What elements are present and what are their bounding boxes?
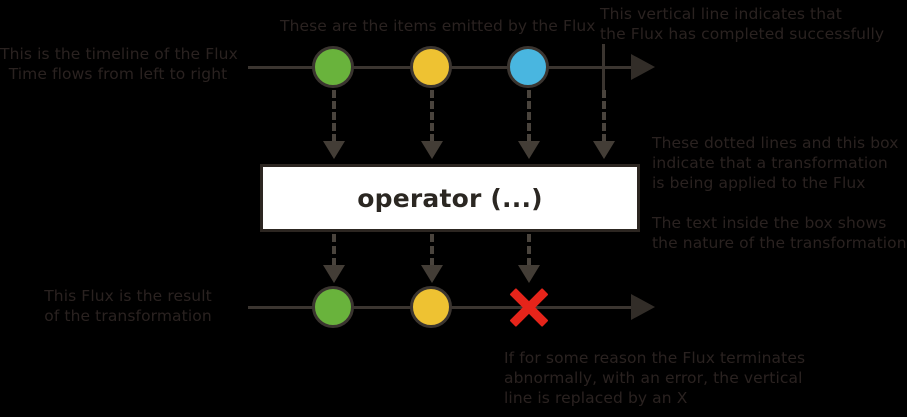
connector-arrow-icon — [593, 141, 615, 159]
annotation-transformation: These dotted lines and this box indicate… — [652, 134, 899, 192]
result-timeline-arrow-icon — [631, 294, 655, 320]
annotation-completion: This vertical line indicates that the Fl… — [600, 5, 885, 43]
annotation-timeline: This is the timeline of the Flux Time fl… — [0, 45, 238, 83]
connector-dotted-line — [602, 90, 606, 142]
connector-dotted-line — [430, 90, 434, 142]
completion-bar-icon — [602, 44, 605, 90]
connector-arrow-icon — [421, 265, 443, 283]
source-marble-green[interactable] — [312, 46, 354, 88]
connector-dotted-line — [332, 90, 336, 142]
source-marble-blue[interactable] — [507, 46, 549, 88]
connector-dotted-line — [527, 234, 531, 266]
annotation-error-termination: If for some reason the Flux terminates a… — [504, 349, 806, 407]
error-x-icon — [505, 283, 553, 331]
operator-box[interactable]: operator (...) — [260, 164, 640, 232]
connector-arrow-icon — [518, 141, 540, 159]
annotation-result-flux: This Flux is the result of the transform… — [44, 287, 212, 325]
connector-dotted-line — [332, 234, 336, 266]
result-marble-green[interactable] — [312, 286, 354, 328]
connector-arrow-icon — [421, 141, 443, 159]
connector-arrow-icon — [518, 265, 540, 283]
source-timeline-arrow-icon — [631, 54, 655, 80]
operator-label: operator (...) — [357, 183, 543, 213]
result-marble-yellow[interactable] — [410, 286, 452, 328]
annotation-items-emitted: These are the items emitted by the Flux — [280, 17, 596, 35]
connector-arrow-icon — [323, 141, 345, 159]
source-marble-yellow[interactable] — [410, 46, 452, 88]
connector-dotted-line — [430, 234, 434, 266]
connector-dotted-line — [527, 90, 531, 142]
annotation-box-text: The text inside the box shows the nature… — [652, 214, 907, 252]
connector-arrow-icon — [323, 265, 345, 283]
